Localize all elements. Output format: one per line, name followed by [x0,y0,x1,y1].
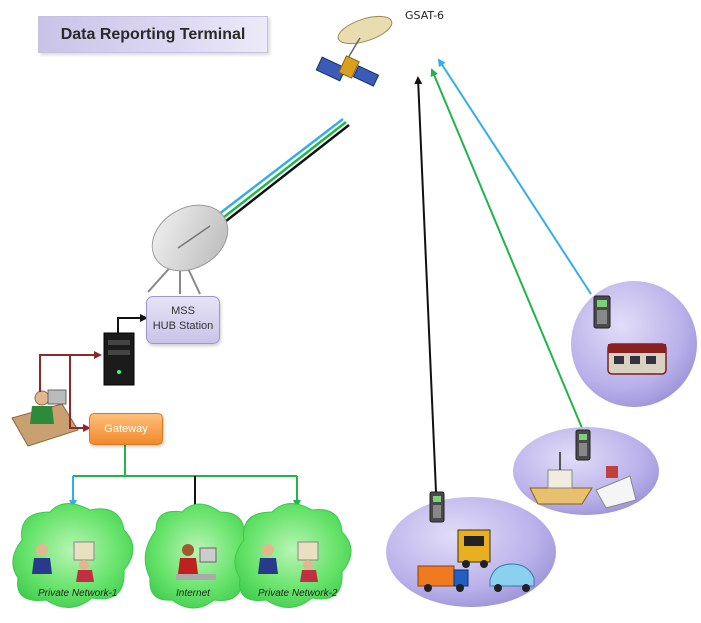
network-label-private-2: Private Network-2 [258,588,338,599]
operator-control-links [39,351,102,432]
terminal-group-road [386,491,556,607]
hub-label-line2: HUB Station [152,320,214,332]
data-terminal-device-icon [575,429,591,461]
satellite-label: GSAT-6 [405,9,445,22]
user-computer-icon [258,541,319,582]
title-banner: Data Reporting Terminal [38,16,268,53]
user-computer-icon [32,541,95,582]
network-label-private-1: Private Network-1 [38,588,118,599]
ship-icon [529,452,637,509]
cloud-private-network-1 [12,503,134,608]
server-hub-link [117,314,148,333]
satellite-icon [315,15,393,87]
diagram-title: Data Reporting Terminal [60,26,246,43]
gateway-box: Gateway [89,413,163,445]
satellite-downlink-lines [205,118,350,234]
hub-label-line1: MSS [171,305,195,317]
truck-icon [417,565,469,592]
data-terminal-device-icon [429,491,445,523]
internet-user-icon [176,544,217,580]
hub-station-box: MSS HUB Station [146,296,220,344]
train-icon [607,343,667,375]
gateway-distribution-lines [69,443,301,514]
gateway-label: Gateway [104,423,148,435]
dish-antenna-icon [147,204,229,295]
terminal-uplink-arrows [414,58,592,493]
car-icon [489,563,535,592]
operator-desk-icon [11,389,79,447]
cloud-private-network-2 [234,503,352,608]
data-terminal-device-icon [593,295,611,329]
terminal-group-marine [513,427,659,515]
lorry-icon [457,529,491,568]
network-label-internet: Internet [176,588,210,599]
terminal-group-rail [571,281,697,407]
server-computer-icon [103,332,135,386]
